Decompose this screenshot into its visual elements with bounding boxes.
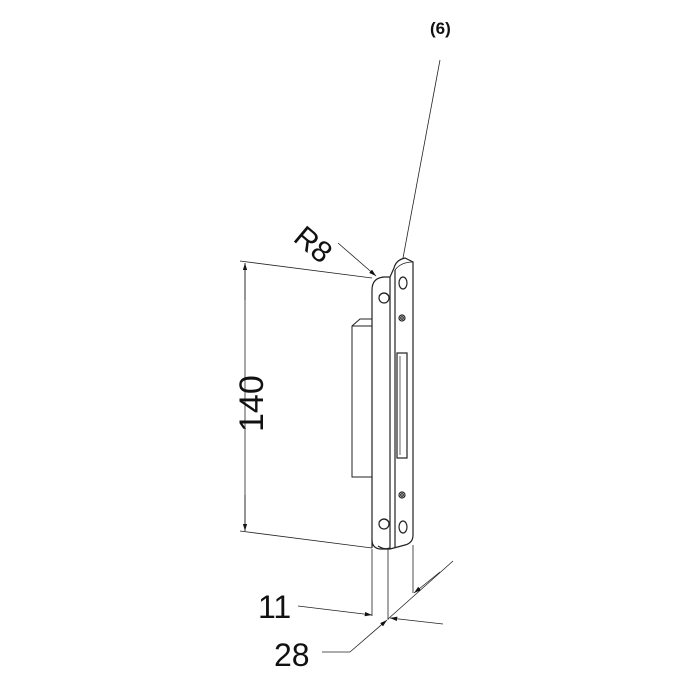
small-width-label: 11 [258,589,291,625]
latch-slot [396,352,408,459]
large-width-label: 28 [274,637,310,673]
part-leader [402,59,441,259]
screw-hole-bottom-icon [398,491,406,499]
keeper-box [351,318,372,478]
radius-label: R8 [288,220,339,270]
strike-plate [371,257,414,550]
screw-hole-top-icon [398,314,406,322]
part-ref-label: (6) [430,19,451,38]
width-dimensions [297,545,454,653]
radius-leader [337,242,377,277]
height-dimension [239,260,373,549]
height-label: 140 [233,375,271,432]
